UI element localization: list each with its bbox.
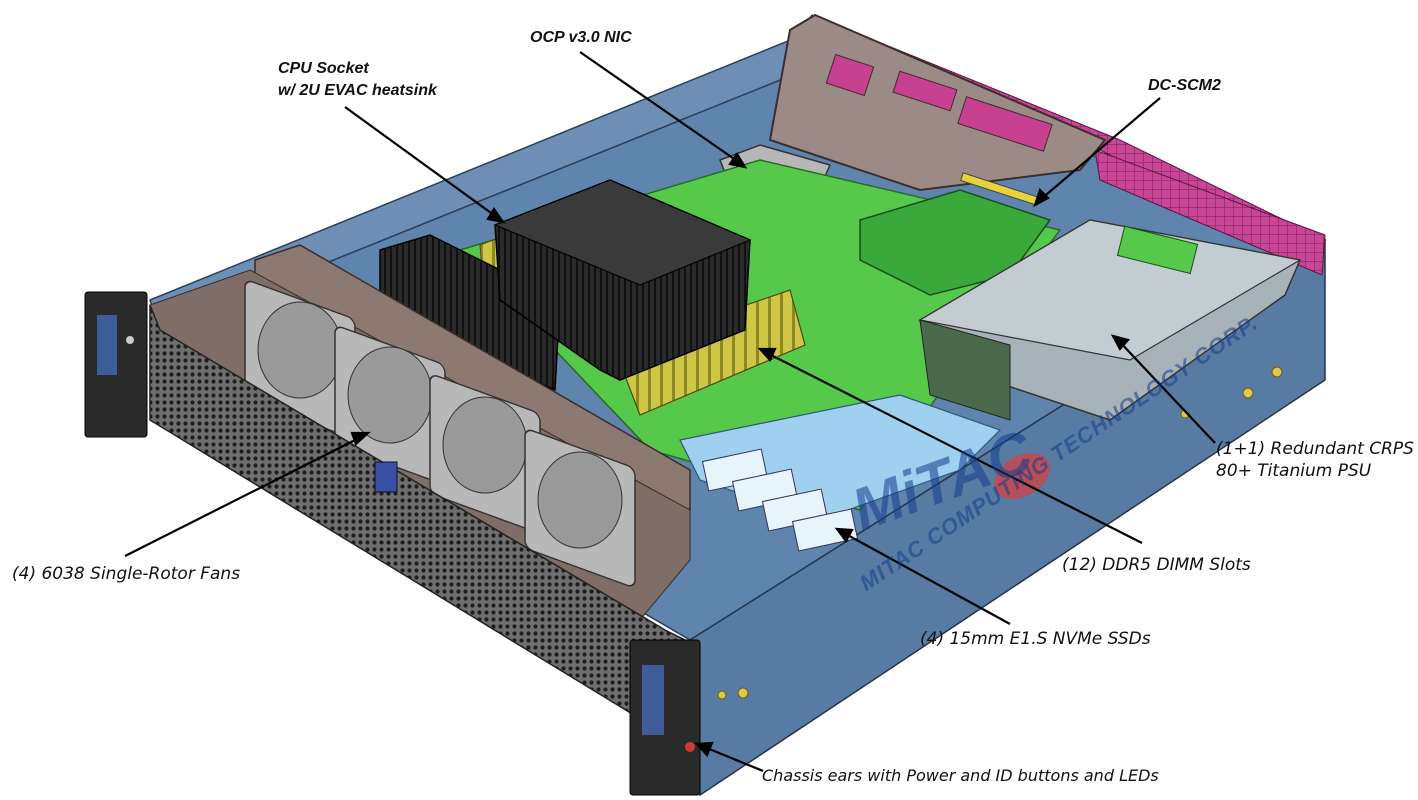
leader-ssd [841,531,1011,625]
riser-bracket [768,13,1107,192]
label-cpu-socket-line2: w/ 2U EVAC heatsink [278,82,437,99]
label-ocp-nic: OCP v3.0 NIC [530,29,632,46]
leader-ears [701,744,764,773]
leader-fans [124,435,364,557]
label-cpu-socket: CPU Socket w/ 2U EVAC heatsink [278,58,437,102]
label-dc-scm2: DC-SCM2 [1148,77,1221,94]
leader-dimm [764,351,1143,544]
leader-cpu [344,106,499,219]
label-psu: (1+1) Redundant CRPS 80+ Titanium PSU [1216,438,1414,482]
heatsink-top [493,179,752,286]
leader-lines [124,51,1216,773]
front-logo-badge [374,461,398,493]
label-fans: (4) 6038 Single-Rotor Fans [12,564,241,584]
label-ssd: (4) 15mm E1.S NVMe SSDs [920,629,1151,649]
mount-screws [717,366,1283,700]
chassis-ear-left [84,291,148,438]
psu-module [918,219,1302,421]
label-cpu-socket-line1: CPU Socket [278,60,369,77]
label-psu-line1: (1+1) Redundant CRPS [1216,439,1414,459]
label-dimm: (12) DDR5 DIMM Slots [1062,555,1251,575]
leader-dc-scm2 [1039,97,1161,201]
fans [244,280,636,587]
watermark-swoosh [994,453,1050,499]
label-chassis-ears: Chassis ears with Power and ID buttons a… [762,766,1159,785]
rear-psu-bay [1094,149,1326,276]
ssd-drives [701,448,859,552]
label-psu-line2: 80+ Titanium PSU [1216,461,1372,481]
chassis-ear-right [629,639,701,796]
fan-2 [334,326,446,484]
fan-3 [429,375,541,532]
fan-4 [524,429,636,587]
leader-ocp-nic [579,51,741,164]
leader-psu [1117,339,1216,444]
